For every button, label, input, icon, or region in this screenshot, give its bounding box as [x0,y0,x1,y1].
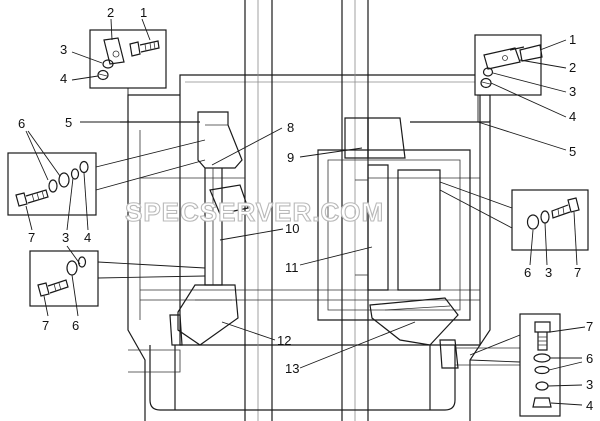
callout-7-lower-right: 7 [586,319,593,334]
callout-4-mid-left: 4 [84,230,91,245]
detail-box-mid-left [7,139,206,216]
callout-6-mid-left: 6 [18,116,25,131]
watermark: SPECSERVER.COM [125,197,384,227]
callout-2-top-right: 2 [569,60,576,75]
callout-6-lower-right: 6 [586,351,593,366]
callout-numbers: 2 1 3 4 5 8 9 10 11 12 13 1 2 3 4 5 6 3 … [18,5,593,413]
callout-12: 12 [277,333,291,348]
right-mounting-bracket [317,117,471,369]
callout-3-mid-left: 3 [62,230,69,245]
callout-4-top-left: 4 [60,71,67,86]
left-mounting-bracket [169,111,249,346]
callout-3-mid-right: 3 [545,265,552,280]
callout-1-top-left: 1 [140,5,147,20]
callout-2-top-left: 2 [107,5,114,20]
detail-box-top-left [89,29,167,115]
callout-5-right: 5 [569,144,576,159]
callout-1-top-right: 1 [569,32,576,47]
callout-7-mid-left: 7 [28,230,35,245]
callout-3-top-left: 3 [60,42,67,57]
callout-3-lower-right: 3 [586,377,593,392]
callout-3-top-right: 3 [569,84,576,99]
detail-box-lower-left [29,250,206,307]
callout-9: 9 [287,150,294,165]
callout-6-mid-right: 6 [524,265,531,280]
leader-lines [25,18,586,406]
callout-10: 10 [285,221,299,236]
detail-box-mid-right [439,181,589,251]
callout-6-lower-left: 6 [72,318,79,333]
callout-8: 8 [287,120,294,135]
callout-7-lower-left: 7 [42,318,49,333]
callout-11: 11 [285,260,299,275]
callout-5-left: 5 [65,115,72,130]
detail-box-top-right [474,34,543,122]
callout-4-lower-right: 4 [586,398,593,413]
callout-7-mid-right: 7 [574,265,581,280]
callout-4-top-right: 4 [569,109,576,124]
detail-box-lower-right [469,313,561,417]
callout-13: 13 [285,361,299,376]
